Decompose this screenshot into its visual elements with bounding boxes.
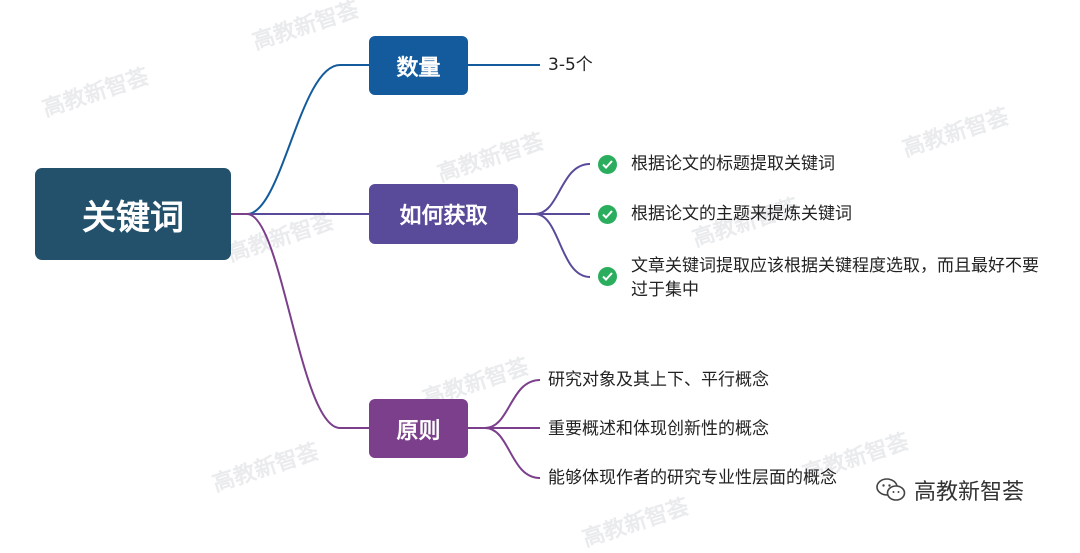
leaf-how-2: 根据论文的主题来提炼关键词 — [631, 204, 852, 224]
mind-map: 高教新智荟 高教新智荟 高教新智荟 高教新智荟 高教新智荟 高教新智荟 高教新智… — [35, 0, 1039, 552]
brand-name: 高教新智荟 — [914, 480, 1025, 505]
wechat-icon — [876, 478, 906, 501]
leaf-principle-1: 研究对象及其上下、平行概念 — [548, 370, 769, 390]
root-node: 关键词 — [35, 168, 231, 260]
leaf-principle-3: 能够体现作者的研究专业性层面的概念 — [548, 468, 837, 488]
connector-lines — [231, 64, 591, 479]
brand-badge: 高教新智荟 — [876, 474, 1024, 506]
check-icon — [598, 205, 617, 224]
leaf-how-3: 文章关键词提取应该根据关键程度选取，而且最好不要过于集中 — [631, 256, 1039, 300]
branch-quantity: 数量 — [369, 36, 468, 95]
branch-how-to-obtain: 如何获取 — [369, 184, 518, 244]
leaf-principle-2: 重要概述和体现创新性的概念 — [548, 419, 769, 439]
check-icon — [598, 155, 617, 174]
branch-principle: 原则 — [369, 399, 468, 458]
check-icon — [598, 267, 617, 286]
leaf-how-1: 根据论文的标题提取关键词 — [631, 154, 835, 174]
leaf-quantity: 3-5个 — [548, 55, 593, 75]
